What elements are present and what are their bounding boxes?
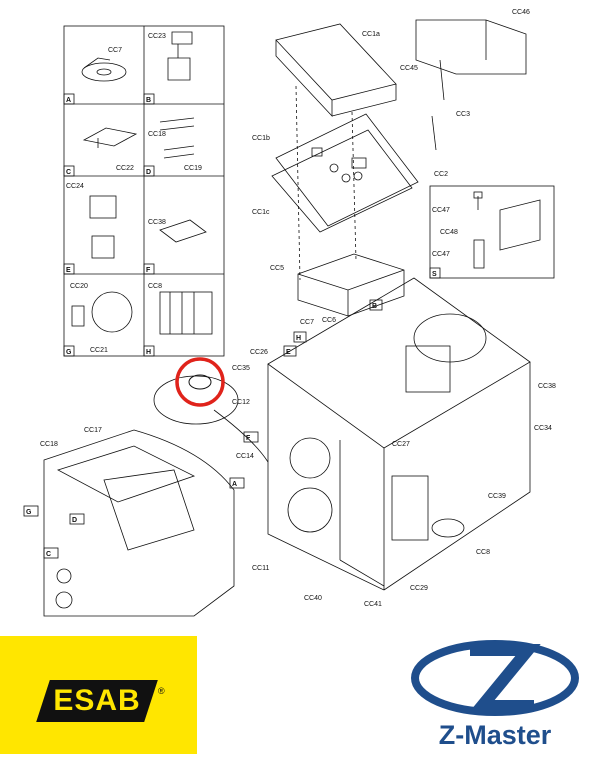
callout-cc35: CC34 [534,425,552,432]
callout-cc1c: CC1c [252,209,270,216]
panel-e-label: E [66,267,71,274]
callout-box-e: E [286,349,291,356]
panel-f-label: F [146,267,151,274]
callout-cc26: CC26 [250,349,268,356]
callout-cc38: CC35 [232,365,250,372]
callout-cc2: CC2 [434,171,448,178]
callout-cc22: CC20 [70,283,88,290]
callout-cc27: CC23 [148,33,166,40]
callout-cc39: CC39 [488,493,506,500]
callout-box-f: F [246,435,251,442]
callout-cc11: CC8 [476,549,490,556]
callout-cc45: CC45 [400,65,418,72]
callout-cc23: CC21 [90,347,108,354]
z-master-logo-text: Z-Master [438,720,552,750]
callout-box-c: C [46,551,51,558]
callout-cc29: CC27 [392,441,410,448]
callout-cc20: CC18 [148,131,166,138]
callout-cc17: CC11 [252,565,269,572]
esab-logo-text: ESAB [53,684,141,717]
exploded-parts-diagram: CC7 CC23 CC22 CC18 CC19 CC24 CC38 CC20 C… [23,9,556,617]
z-master-logo-icon [411,640,579,716]
callout-cc8: CC8 [148,283,162,290]
callout-cc21: CC19 [184,165,202,172]
callout-cc6: CC6 [322,317,336,324]
callout-cc46: CC46 [512,9,530,16]
callout-cc12: CC12 [232,399,250,406]
callout-cc34: CC29 [410,585,428,592]
callout-box-h: H [296,335,301,342]
panel-g-label: G [66,349,72,356]
callout-cc7: CC7 [300,319,314,326]
panel-d-label: D [146,169,151,176]
callout-cc13: CC7 [108,47,122,54]
callout-cc48: CC48 [440,229,458,236]
panel-c-label: C [66,169,71,176]
callout-cc43: CC41 [364,601,382,608]
callout-box-a: A [232,481,237,488]
callout-cc40: CC38 [538,383,556,390]
callout-cc28: CC24 [66,183,84,190]
callout-cc1a: CC1a [362,31,380,38]
panel-s-label: S [432,271,437,278]
callout-cc5: CC5 [270,265,284,272]
highlight-circle [175,357,225,407]
callout-cc3: CC3 [456,111,470,118]
registered-mark: ® [158,686,165,696]
callout-cc14: CC14 [236,453,254,460]
callout-cc18: CC17 [84,427,102,434]
callout-box-d: D [72,517,77,524]
callout-box-b: B [372,303,377,310]
callout-cc47-top: CC47 [432,207,450,214]
callout-cc24: CC22 [116,165,134,172]
panel-h-label: H [146,349,151,356]
callout-cc19: CC18 [40,441,58,448]
panel-a-label: A [66,97,71,104]
esab-logo: ESAB ® [0,636,197,754]
panel-b-label: B [146,97,151,104]
callout-box-g: G [26,509,32,516]
callout-cc41: CC38 [148,219,166,226]
callout-cc42: CC40 [304,595,322,602]
callout-cc1b: CC1b [252,135,270,142]
callout-cc47-bottom: CC47 [432,251,450,258]
